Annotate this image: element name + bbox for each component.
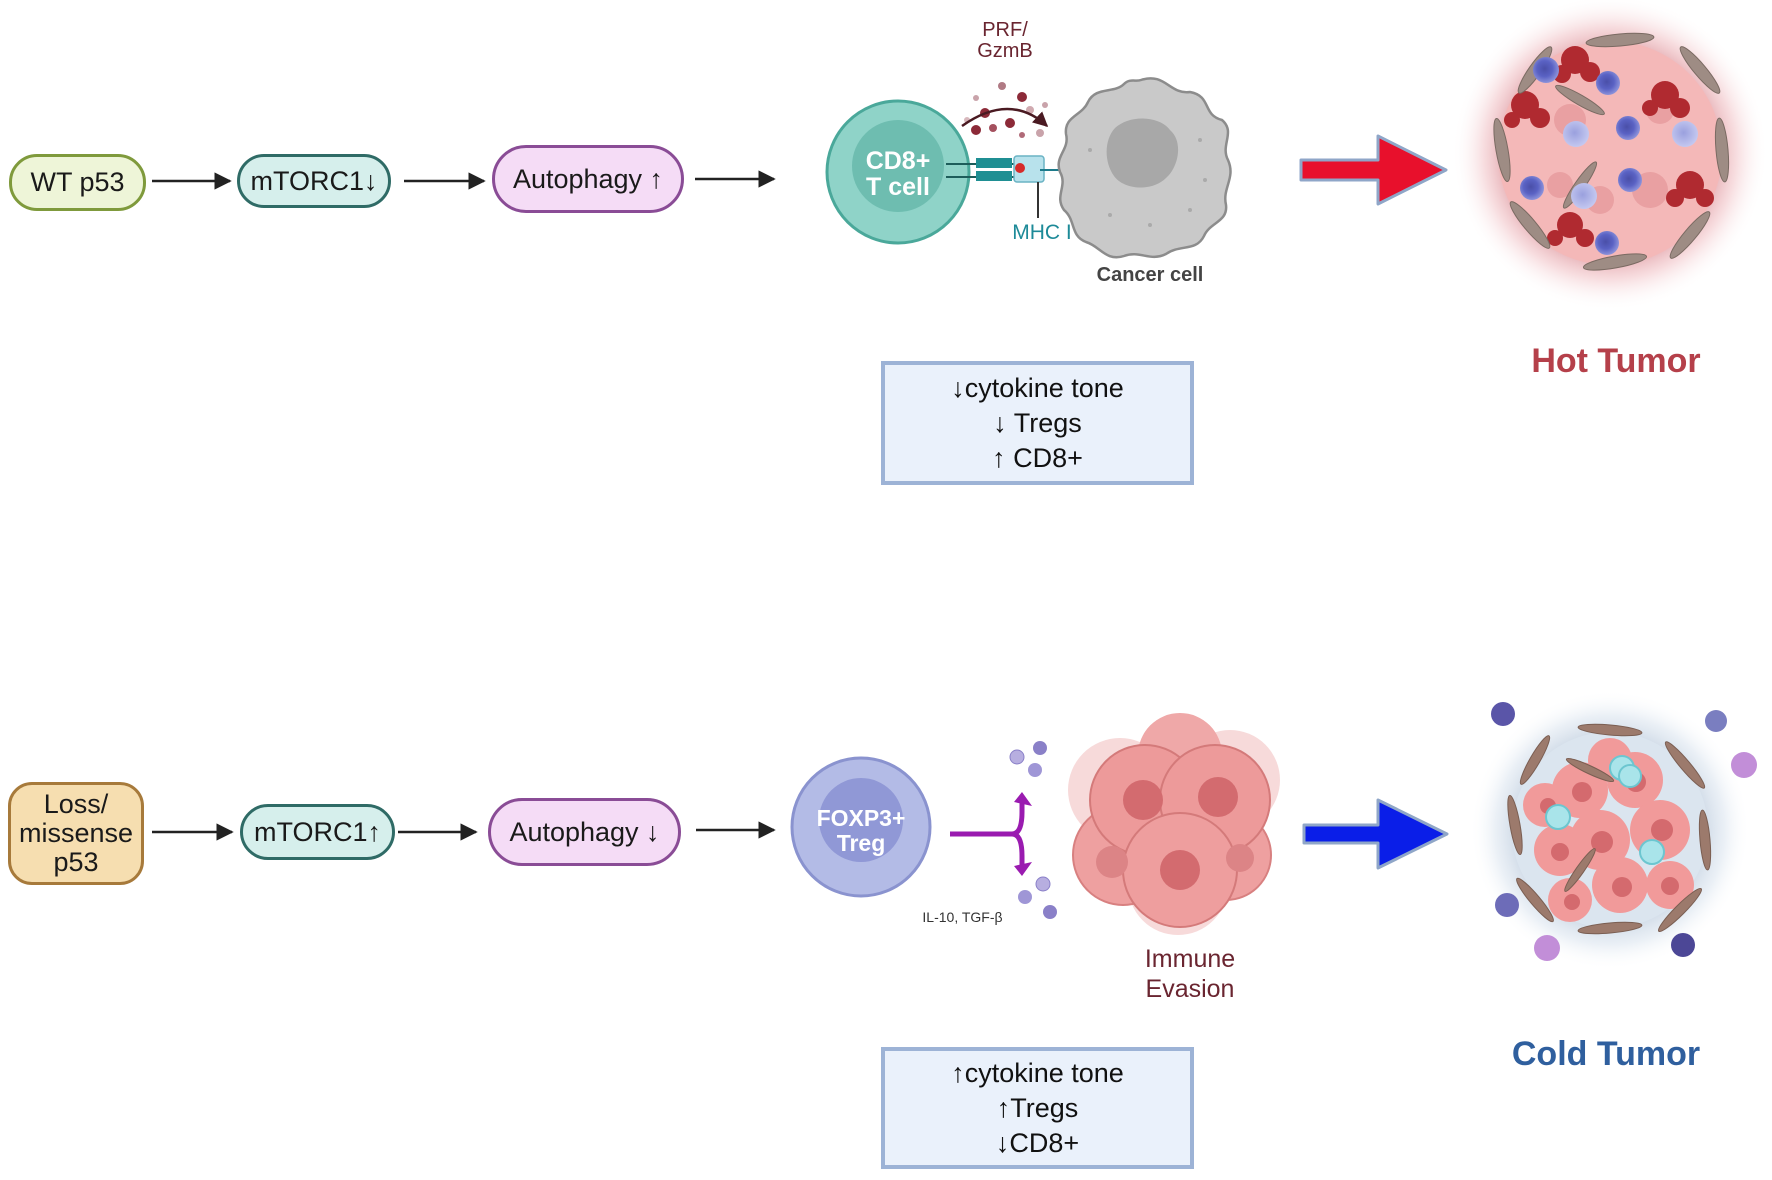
il10-tgfb-label: IL-10, TGF-β [922, 909, 1003, 925]
summary-cytokine: ↓cytokine tone [951, 372, 1124, 403]
summary-tregs: ↓ Tregs [993, 407, 1082, 438]
prf-gzmb-label: PRF/ GzmB [960, 20, 1050, 62]
foxp3-treg-label: FOXP3+ Treg [806, 806, 916, 856]
node-autophagy-up: Autophagy ↑ [492, 145, 684, 213]
node-wt-p53: WT p53 [9, 154, 146, 211]
hot-tumor-icon [1452, 0, 1768, 311]
node-mtorc1-down: mTORC1↓ [237, 154, 391, 208]
top-pathway-arrows [152, 170, 776, 190]
node-loss-line1: Loss/ [43, 789, 109, 819]
tumor-cell-cluster-icon [1068, 713, 1280, 935]
summary-cytokine: ↑cytokine tone [951, 1057, 1124, 1088]
foxp3-label: FOXP3+ [816, 805, 906, 831]
cold-tumor-label: Cold Tumor [1511, 1035, 1701, 1073]
node-wt-p53-label: WT p53 [30, 167, 125, 198]
red-arrow-to-hot-tumor [1299, 134, 1448, 206]
top-summary-box: ↓cytokine tone ↓ Tregs ↑ CD8+ [881, 361, 1194, 485]
evasion-label: Evasion [1145, 975, 1235, 1003]
summary-cd8: ↑ CD8+ [992, 442, 1083, 473]
node-mtorc1-label: mTORC1↓ [250, 165, 378, 196]
gzmb-label: GzmB [977, 40, 1033, 62]
hot-tumor-label: Hot Tumor [1531, 342, 1701, 380]
node-loss-line3: p53 [53, 847, 99, 877]
cancer-cell-label: Cancer cell [1096, 264, 1204, 286]
node-autophagy-down: Autophagy ↓ [488, 798, 681, 866]
node-loss-missense-p53: Loss/ missense p53 [8, 782, 144, 885]
blue-arrow-to-cold-tumor [1302, 798, 1449, 870]
node-autophagy-label: Autophagy ↓ [509, 816, 660, 847]
cold-tumor-icon [1470, 690, 1757, 970]
summary-cd8: ↓CD8+ [995, 1127, 1080, 1158]
cd8-label: CD8+ [865, 147, 931, 175]
prf-label: PRF/ [982, 19, 1028, 41]
immune-label: Immune [1144, 945, 1236, 973]
t-cell-label: T cell [866, 173, 930, 201]
cd8-t-cell-label: CD8+ T cell [848, 148, 948, 200]
node-autophagy-label: Autophagy ↑ [512, 163, 664, 194]
node-mtorc1-label: mTORC1↑ [253, 816, 381, 847]
cytokine-release-icon [950, 741, 1057, 919]
node-loss-line2: missense [18, 818, 134, 848]
mhc-i-label: MHC I [1012, 221, 1072, 244]
tcr-mhc-synapse-icon [946, 155, 1072, 218]
prf-gzmb-granules-icon [961, 82, 1049, 138]
node-mtorc1-up: mTORC1↑ [240, 804, 395, 860]
treg-label: Treg [836, 830, 886, 856]
summary-tregs: ↑Tregs [996, 1092, 1079, 1123]
treg-cell-icon [790, 756, 932, 898]
immune-evasion-label: Immune Evasion [1110, 944, 1270, 1004]
bottom-pathway-arrows [152, 821, 776, 841]
cancer-cell-icon [1057, 77, 1232, 259]
cd8-t-cell-icon [825, 99, 971, 245]
bottom-summary-box: ↑cytokine tone ↑Tregs ↓CD8+ [881, 1047, 1194, 1169]
